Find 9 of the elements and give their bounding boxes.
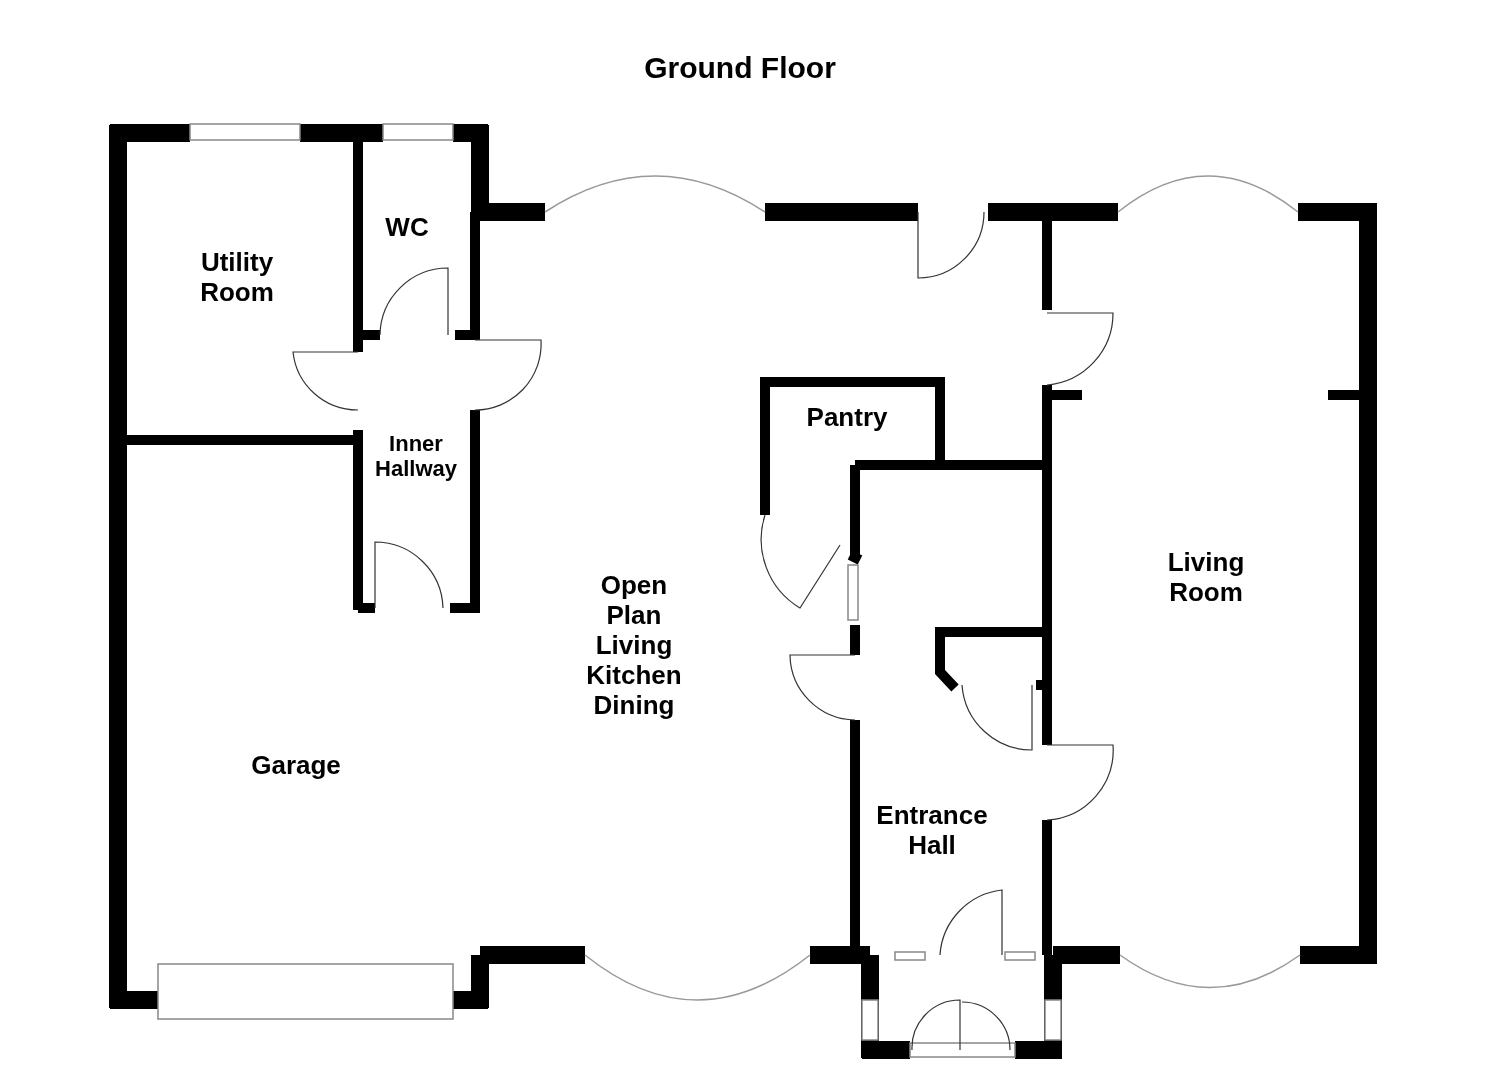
room-label: Inner Hallway xyxy=(375,430,457,482)
room-label: Open Plan Living Kitchen Dining xyxy=(586,571,682,721)
room-label: Pantry xyxy=(806,403,888,433)
room-label: Garage xyxy=(251,751,341,781)
room-label: Living Room xyxy=(1167,548,1245,608)
plan-title: Ground Floor xyxy=(644,51,836,85)
room-label: WC xyxy=(385,213,429,243)
room-label: Entrance Hall xyxy=(876,801,988,861)
room-label: Utility Room xyxy=(200,248,274,308)
